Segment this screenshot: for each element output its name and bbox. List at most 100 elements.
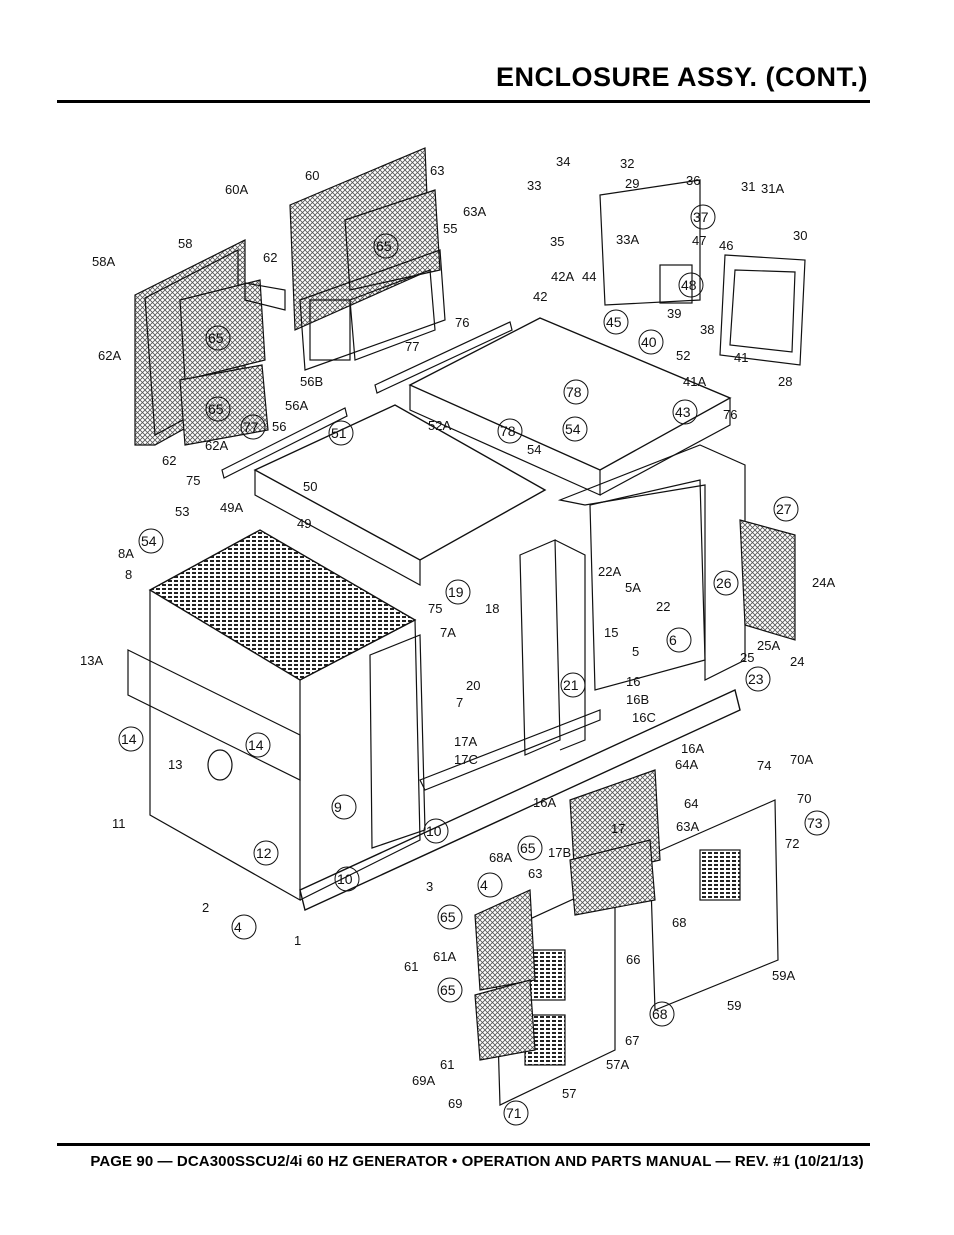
part-label: 28 <box>778 374 792 389</box>
part-label: 78 <box>500 423 516 439</box>
part-label: 25 <box>740 650 754 665</box>
part-label: 77 <box>243 419 259 435</box>
part-label: 62 <box>162 453 176 468</box>
part-label: 19 <box>448 584 464 600</box>
part-label: 71 <box>506 1105 522 1121</box>
part-label: 56B <box>300 374 323 389</box>
part-label: 46 <box>719 238 733 253</box>
part-label: 47 <box>692 233 706 248</box>
part-label: 6 <box>669 632 677 648</box>
part-label: 17A <box>454 734 477 749</box>
part-label: 70 <box>797 791 811 806</box>
part-label: 68 <box>672 915 686 930</box>
part-label: 75 <box>186 473 200 488</box>
part-label: 16C <box>632 710 656 725</box>
part-label: 24A <box>812 575 835 590</box>
part-label: 14 <box>248 737 264 753</box>
part-label: 59A <box>772 968 795 983</box>
part-label: 36 <box>686 173 700 188</box>
part-label: 57A <box>606 1057 629 1072</box>
part-label: 65 <box>520 840 536 856</box>
part-label: 34 <box>556 154 570 169</box>
part-label: 7A <box>440 625 456 640</box>
part-label: 14 <box>121 731 137 747</box>
part-label: 65 <box>440 909 456 925</box>
part-label: 65 <box>208 330 224 346</box>
part-label: 27 <box>776 501 792 517</box>
part-label: 64A <box>675 757 698 772</box>
part-label: 76 <box>723 407 737 422</box>
part-label: 13A <box>80 653 103 668</box>
part-label: 4 <box>234 919 242 935</box>
part-label: 66 <box>626 952 640 967</box>
part-label: 29 <box>625 176 639 191</box>
page-footer: PAGE 90 — DCA300SSCU2/4i 60 HZ GENERATOR… <box>90 1153 864 1170</box>
part-label: 8 <box>125 567 132 582</box>
part-label: 17B <box>548 845 571 860</box>
part-label: 40 <box>641 334 657 350</box>
header-rule <box>57 100 870 103</box>
part-label: 21 <box>563 677 579 693</box>
part-label: 3 <box>426 879 433 894</box>
part-label: 62A <box>98 348 121 363</box>
part-label: 1 <box>294 933 301 948</box>
part-label: 22A <box>598 564 621 579</box>
part-label: 25A <box>757 638 780 653</box>
part-label: 26 <box>716 575 732 591</box>
part-label: 54 <box>565 421 581 437</box>
part-label: 10 <box>426 823 442 839</box>
part-label: 20 <box>466 678 480 693</box>
part-label: 70A <box>790 752 813 767</box>
part-label: 24 <box>790 654 804 669</box>
page-title: ENCLOSURE ASSY. (CONT.) <box>495 62 868 92</box>
part-label: 16B <box>626 692 649 707</box>
part-label: 69 <box>448 1096 462 1111</box>
part-label: 51 <box>331 425 347 441</box>
part-label: 62A <box>205 438 228 453</box>
part-label: 31 <box>741 179 755 194</box>
part-label: 75 <box>428 601 442 616</box>
part-label: 18 <box>485 601 499 616</box>
part-label: 73 <box>807 815 823 831</box>
part-label: 23 <box>748 671 764 687</box>
part-label: 56A <box>285 398 308 413</box>
part-label: 38 <box>700 322 714 337</box>
part-label: 60 <box>305 168 319 183</box>
part-label: 33 <box>527 178 541 193</box>
part-label: 44 <box>582 269 596 284</box>
part-label: 61A <box>433 949 456 964</box>
part-label: 31A <box>761 181 784 196</box>
callout-circles <box>118 204 830 1126</box>
part-label: 55 <box>443 221 457 236</box>
part-label: 59 <box>727 998 741 1013</box>
part-label: 63 <box>528 866 542 881</box>
part-label: 16A <box>533 795 556 810</box>
part-label: 11 <box>112 816 126 831</box>
part-label: 22 <box>656 599 670 614</box>
part-label: 15 <box>604 625 618 640</box>
part-label: 49A <box>220 500 243 515</box>
part-label: 61 <box>404 959 418 974</box>
part-label: 5A <box>625 580 641 595</box>
part-label: 49 <box>297 516 311 531</box>
part-label: 35 <box>550 234 564 249</box>
part-label: 37 <box>693 209 709 225</box>
part-label: 54 <box>141 533 157 549</box>
part-label: 60A <box>225 182 248 197</box>
part-label: 76 <box>455 315 469 330</box>
part-label: 61 <box>440 1057 454 1072</box>
part-label: 65 <box>376 238 392 254</box>
diagram-linework <box>127 147 806 1106</box>
part-label: 65 <box>208 401 224 417</box>
part-label: 10 <box>337 871 353 887</box>
part-label: 67 <box>625 1033 639 1048</box>
part-label: 68 <box>652 1006 668 1022</box>
part-label: 17 <box>611 821 625 836</box>
part-label: 7 <box>456 695 463 710</box>
part-label: 74 <box>757 758 771 773</box>
part-label: 62 <box>263 250 277 265</box>
part-label: 63A <box>463 204 486 219</box>
part-label: 50 <box>303 479 317 494</box>
part-label: 17C <box>454 752 478 767</box>
